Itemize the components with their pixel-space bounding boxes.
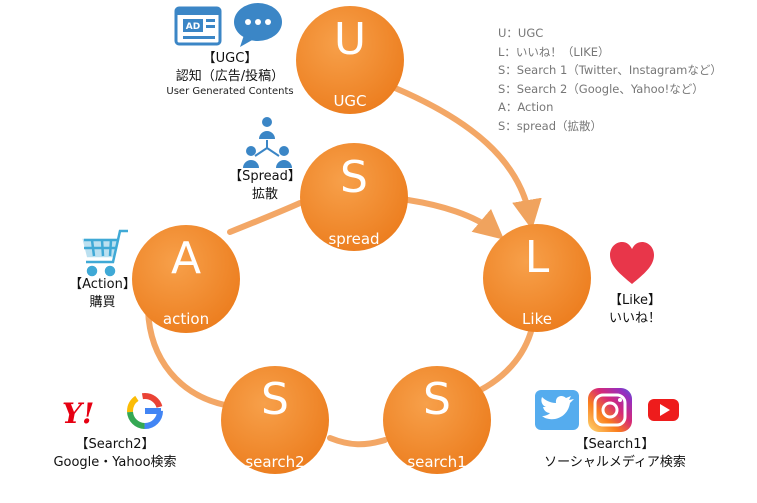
connector-search2-to-search1 — [327, 435, 388, 448]
instagram-icon — [588, 388, 632, 432]
connector-search1-to-like — [467, 325, 535, 398]
chat-bubble-icon — [234, 3, 282, 47]
node-label: UGC — [333, 92, 366, 110]
heart-icon — [610, 242, 654, 284]
annotation-title: 【UGC】 — [202, 51, 258, 66]
annotation-title: 【Like】 — [609, 293, 661, 308]
node-letter: S — [261, 374, 289, 425]
annotation-subtitle: 購買 — [89, 294, 116, 310]
node-letter: S — [423, 374, 451, 425]
annotation-title: 【Action】 — [69, 277, 136, 292]
annotation-title: 【Spread】 — [229, 169, 301, 184]
ad-icon-text: AD — [186, 22, 200, 32]
node-search1: S search1 — [383, 366, 491, 474]
node-letter: U — [334, 14, 366, 65]
node-label: action — [163, 310, 209, 328]
node-like: L Like — [483, 224, 591, 332]
twitter-icon — [535, 390, 579, 430]
legend-item: S：Search 1（Twitter、Instagramなど） — [498, 63, 722, 78]
annotation-title: 【Search2】 — [75, 437, 155, 452]
node-label: spread — [328, 230, 379, 248]
node-letter: S — [340, 152, 368, 203]
node-ugc: U UGC — [296, 6, 404, 114]
annotation-subtitle: ソーシャルメディア検索 — [544, 454, 686, 470]
annotation-search2: 【Search2】 Google・Yahoo検索 — [40, 436, 190, 471]
annotation-search1: 【Search1】 ソーシャルメディア検索 — [530, 436, 700, 471]
legend-item: S：spread（拡散） — [498, 118, 602, 133]
annotation-ugc: 【UGC】 認知（広告/投稿） User Generated Contents — [150, 50, 310, 99]
node-spread: S spread — [300, 143, 408, 251]
legend-item: L：いいね！（LIKE） — [498, 44, 610, 59]
annotation-subtitle: 認知（広告/投稿） — [175, 68, 285, 84]
connector-action-to-search2 — [145, 307, 228, 408]
connector-spread-to-like — [405, 197, 505, 240]
node-letter: L — [525, 232, 550, 283]
connector-ugc-to-like — [392, 85, 542, 230]
node-label: search1 — [407, 453, 466, 471]
annotation-spread: 【Spread】 拡散 — [220, 168, 310, 203]
node-label: search2 — [245, 453, 304, 471]
youtube-icon — [648, 399, 679, 421]
node-letter: A — [171, 233, 201, 284]
annotation-subtitle: いいね！ — [608, 310, 661, 326]
node-label: Like — [522, 310, 552, 328]
yahoo-logo-text: Y! — [62, 397, 94, 430]
legend-item: S：Search 2（Google、Yahoo!など） — [498, 81, 704, 96]
yahoo-logo-icon: Y! — [62, 397, 94, 430]
people-network-icon — [243, 117, 292, 168]
annotation-like: 【Like】 いいね！ — [600, 292, 670, 327]
node-search2: S search2 — [221, 366, 329, 474]
annotation-action: 【Action】 購買 — [55, 276, 150, 311]
connector-action-to-spread — [227, 200, 303, 235]
annotation-note: User Generated Contents — [166, 86, 294, 98]
legend-item: U：UGC — [498, 26, 544, 40]
google-logo-icon — [127, 393, 163, 429]
legend-item: A：Action — [498, 100, 554, 115]
annotation-subtitle: 拡散 — [251, 186, 278, 202]
node-action: A action — [132, 225, 240, 333]
annotation-title: 【Search1】 — [575, 437, 655, 452]
ad-icon: AD — [174, 6, 222, 46]
legend: U：UGC L：いいね！（LIKE） S：Search 1（Twitter、In… — [498, 24, 748, 136]
annotation-subtitle: Google・Yahoo検索 — [53, 454, 177, 470]
shopping-cart-icon — [82, 229, 128, 277]
